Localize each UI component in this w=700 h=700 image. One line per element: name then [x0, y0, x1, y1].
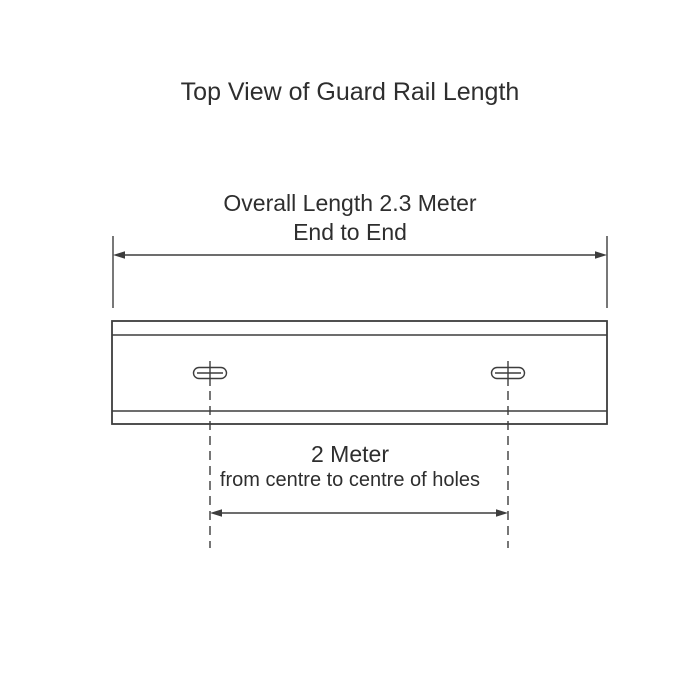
overall-arrow-left-icon [113, 251, 125, 259]
diagram-title: Top View of Guard Rail Length [180, 78, 520, 106]
hole-spacing-arrow-right-icon [496, 509, 508, 517]
rail-outline [111, 320, 608, 425]
hole-spacing-line1: 2 Meter [311, 441, 389, 467]
overall-length-line2: End to End [293, 219, 407, 245]
overall-arrow-right-icon [595, 251, 607, 259]
overall-length-label: Overall Length 2.3 Meter End to End [0, 189, 700, 247]
hole-spacing-label: 2 Meter from centre to centre of holes [0, 441, 700, 492]
hole-spacing-arrow-left-icon [210, 509, 222, 517]
overall-length-line1: Overall Length 2.3 Meter [223, 190, 477, 216]
hole-spacing-line2: from centre to centre of holes [219, 469, 481, 491]
